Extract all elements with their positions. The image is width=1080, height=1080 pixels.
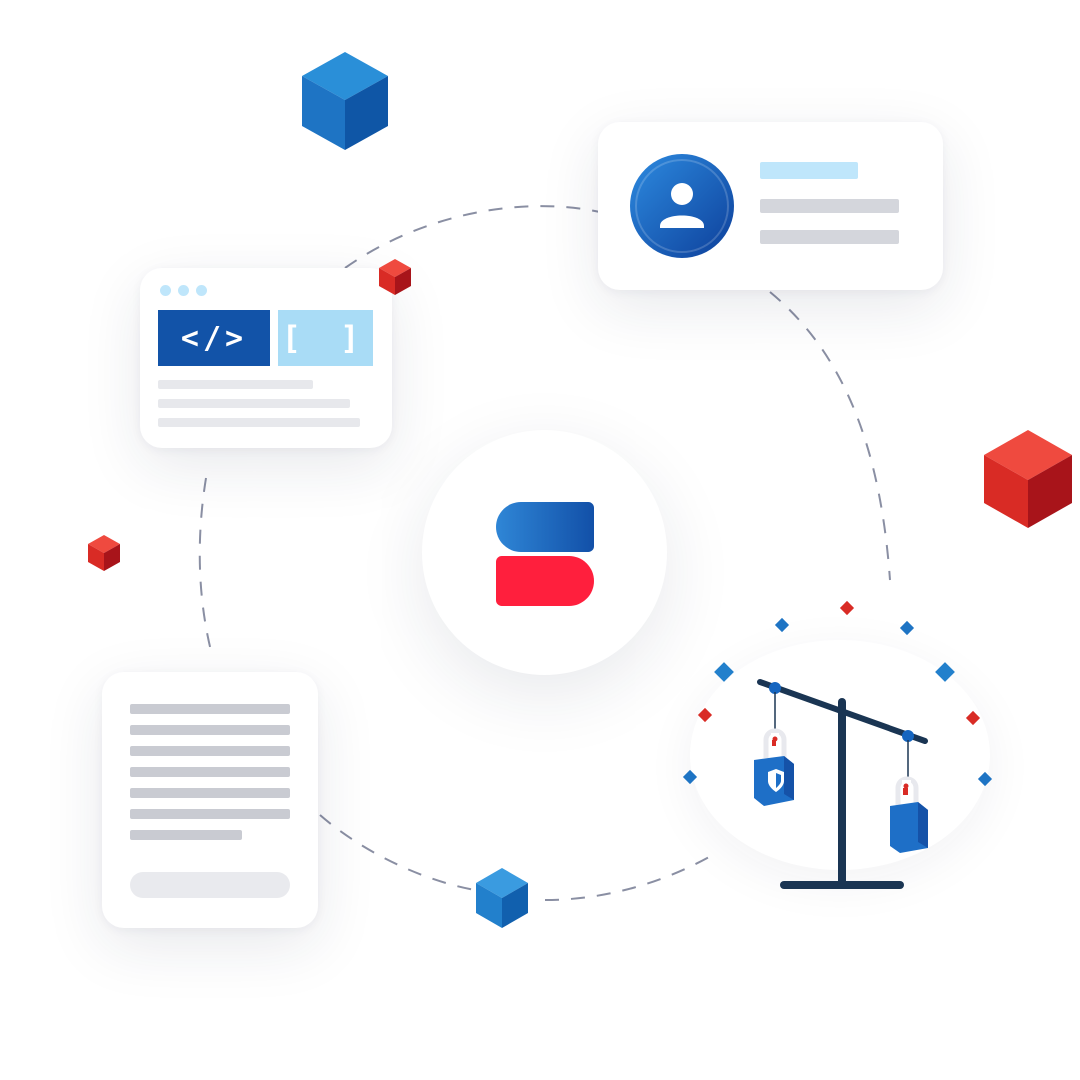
code-bracket-block: [ ] (278, 310, 373, 366)
particle-cube-icon (682, 600, 993, 787)
brand-logo-icon (496, 502, 594, 552)
balance-scale-icon (757, 679, 928, 889)
doc-line-placeholder (130, 830, 242, 840)
doc-line-placeholder (130, 767, 290, 777)
text-line-placeholder (760, 230, 899, 244)
code-tag-text: </> (180, 320, 248, 356)
doc-line-placeholder (130, 809, 290, 819)
blue-cube-icon (302, 52, 388, 150)
padlock-icon (890, 776, 928, 853)
brand-logo-badge (422, 430, 667, 675)
brand-logo-icon (496, 556, 594, 606)
text-line-placeholder (760, 199, 899, 213)
avatar (628, 152, 736, 260)
code-card: </> [ ] (140, 268, 392, 448)
padlock-icon (754, 728, 794, 806)
text-line-placeholder (158, 380, 313, 389)
red-cube-icon (379, 259, 411, 295)
red-cube-icon (88, 535, 120, 571)
window-dot (178, 285, 189, 296)
code-bracket-text: [ ] (281, 319, 370, 357)
doc-line-placeholder (130, 746, 290, 756)
blue-cube-icon (476, 868, 528, 928)
code-tag-block: </> (158, 310, 270, 366)
user-avatar-icon (630, 154, 734, 258)
doc-line-placeholder (130, 704, 290, 714)
window-dot (160, 285, 171, 296)
profile-card (598, 122, 943, 290)
text-line-placeholder (158, 418, 360, 427)
doc-line-placeholder (130, 725, 290, 735)
doc-button-placeholder (130, 872, 290, 898)
document-card (102, 672, 318, 928)
doc-line-placeholder (130, 788, 290, 798)
window-dot (196, 285, 207, 296)
red-cube-icon (984, 430, 1072, 528)
name-line-placeholder (760, 162, 858, 179)
text-line-placeholder (158, 399, 350, 408)
